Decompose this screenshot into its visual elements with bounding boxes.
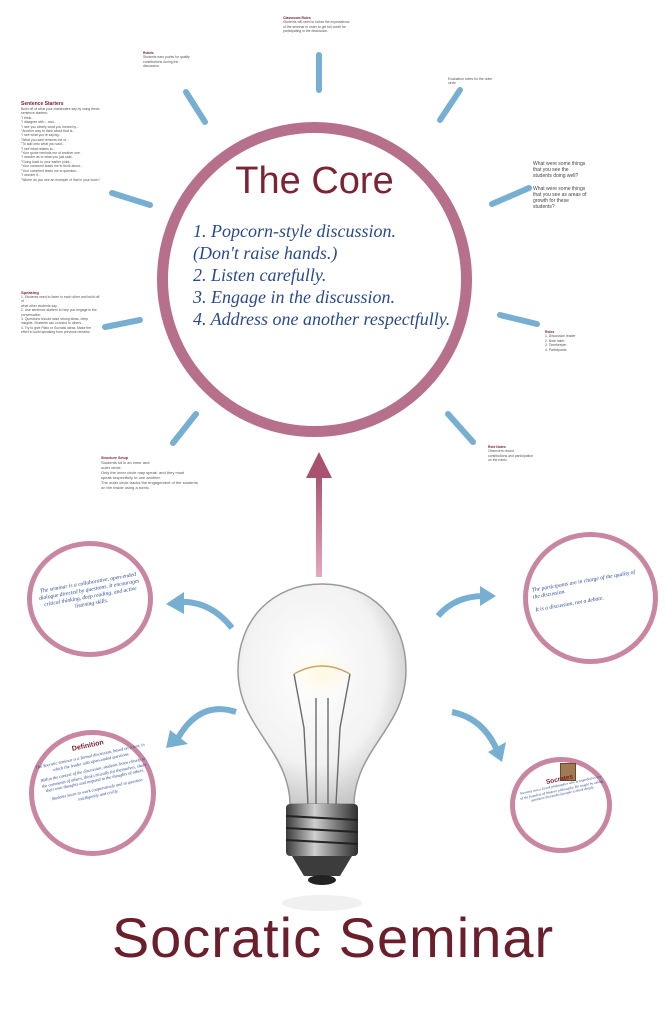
core-circle bbox=[157, 122, 472, 437]
note-top-left: Rubric Students earn points for quality … bbox=[143, 51, 190, 69]
sentence-starter-line: Build off of what your classmates say by… bbox=[21, 107, 100, 111]
core-item: (Don't raise hands.) bbox=[193, 243, 338, 263]
structure-title: Structure Setup bbox=[101, 456, 128, 460]
speaking-lines: 1. Students need to listen to each other… bbox=[21, 295, 101, 335]
sentence-starter-line: "Your comment leads me to question... bbox=[21, 168, 79, 173]
assessment-line: that you see the bbox=[533, 167, 569, 174]
sentence-starters-title: Sentence Starters bbox=[21, 101, 64, 107]
sentence-starter-line: "I see what you're saying... bbox=[21, 133, 62, 138]
arrow-left-top bbox=[177, 598, 235, 630]
structure-note: Structure Setup Students sit in an inner… bbox=[101, 456, 216, 490]
speaking-line: 1. Students need to listen to each other… bbox=[21, 295, 100, 304]
note-right-lower: Role Notes Observers record contribution… bbox=[488, 445, 534, 463]
arrow-right-top bbox=[435, 593, 485, 619]
speaking-title: Speaking bbox=[21, 290, 39, 295]
assessment-line: students doing well? bbox=[533, 173, 579, 180]
structure-line: on the inside using a rubric. bbox=[101, 485, 150, 490]
circle-left-top bbox=[27, 541, 153, 657]
sentence-starter-line: "Your quote reminds me of another one. bbox=[21, 151, 81, 156]
core-item: 1. Popcorn-style discussion. bbox=[193, 221, 396, 241]
sentence-starter-line: "Going back to your earlier point... bbox=[21, 159, 73, 164]
ray bbox=[170, 411, 199, 446]
assessment-line: students? bbox=[533, 204, 555, 211]
sentence-starter-line: "To add onto what you said... bbox=[21, 142, 65, 147]
socrates-portrait-icon bbox=[560, 763, 576, 781]
structure-line: speak respectfully to one another. bbox=[101, 475, 161, 480]
speaking-line: effort to build speaking from previous r… bbox=[21, 330, 91, 335]
speaking-line: 4. Try to give Plato or Socratic ideas. … bbox=[21, 325, 92, 330]
note-top-center: Classroom Rules Students will need to fo… bbox=[283, 16, 350, 34]
assessment-line: that you see as areas of bbox=[533, 192, 587, 199]
speaking-line: 2. Use sentence starters to help you eng… bbox=[21, 308, 97, 313]
speaking-line: conversation. bbox=[21, 312, 42, 317]
circle-socrates bbox=[510, 757, 612, 853]
sentence-starter-line: "Another way to think about that is... bbox=[21, 129, 76, 134]
ray bbox=[437, 87, 463, 123]
sentence-starter-line: "I see what relates to... bbox=[21, 146, 56, 151]
up-arrow-shaft bbox=[316, 472, 322, 577]
up-arrow-head bbox=[306, 452, 332, 478]
sentence-starter-line: "Your comment leads me to think about... bbox=[21, 164, 83, 169]
sentence-starters: Sentence Starters Build off of what your… bbox=[21, 101, 121, 182]
circle-definition bbox=[29, 730, 156, 856]
assessment-line: What were some things bbox=[533, 161, 586, 167]
ray bbox=[109, 190, 153, 208]
structure-line: Only the inner circle may speak, and the… bbox=[101, 470, 185, 475]
sentence-starter-line: "I see you clearly what you meant by... bbox=[21, 124, 79, 129]
core-item: 3. Engage in the discussion. bbox=[193, 287, 395, 307]
page-title: Socratic Seminar bbox=[111, 906, 555, 969]
speaking-note: Speaking 1. Students need to listen to e… bbox=[21, 290, 101, 335]
ray bbox=[497, 312, 540, 327]
speaking-line: insights. Students can connect to others… bbox=[21, 321, 83, 326]
circle-right-top bbox=[523, 532, 658, 664]
sentence-starter-line: "I think... bbox=[21, 115, 35, 120]
structure-line: Students sit in an inner and bbox=[101, 460, 150, 465]
sentence-starter-line: "I disagree with... and... bbox=[21, 120, 57, 125]
speaking-line: what other students say. bbox=[21, 303, 58, 308]
assessment-line: growth for these bbox=[533, 198, 569, 205]
ray bbox=[489, 185, 532, 207]
ray bbox=[183, 89, 208, 125]
assessment-line: What were some things bbox=[533, 185, 586, 192]
sentence-starter-line: "I wonder if... bbox=[21, 173, 41, 178]
ray bbox=[102, 317, 143, 330]
sentence-starter-line: "Where do you see an example of that in … bbox=[21, 177, 100, 182]
sentence-starters-lines: Build off of what your classmates say by… bbox=[21, 107, 121, 182]
structure-line: outer circle. bbox=[101, 465, 122, 470]
note-top-right: Evaluation notes for the outer circle bbox=[448, 77, 493, 86]
sentence-starter-line: "What you said reminds me of... bbox=[21, 137, 69, 142]
ray bbox=[445, 411, 476, 445]
core-item: 4. Address one another respectfully. bbox=[193, 309, 451, 329]
light-bulb-icon bbox=[237, 583, 407, 911]
arrow-left-bottom bbox=[175, 706, 237, 740]
speaking-line: 3. Questions should raise strong ideas, … bbox=[21, 317, 89, 322]
structure-line: The outer circle tracks the engagement o… bbox=[101, 480, 198, 485]
sentence-starter-line: sentence starters: bbox=[21, 111, 48, 116]
sentence-starter-line: "I wonder as to what you just said... bbox=[21, 155, 75, 160]
arrow-right-bottom bbox=[451, 709, 499, 750]
core-title: The Core bbox=[235, 160, 394, 202]
core-list: 1. Popcorn-style discussion. (Don't rais… bbox=[193, 220, 483, 330]
core-item: 2. Listen carefully. bbox=[193, 265, 327, 285]
